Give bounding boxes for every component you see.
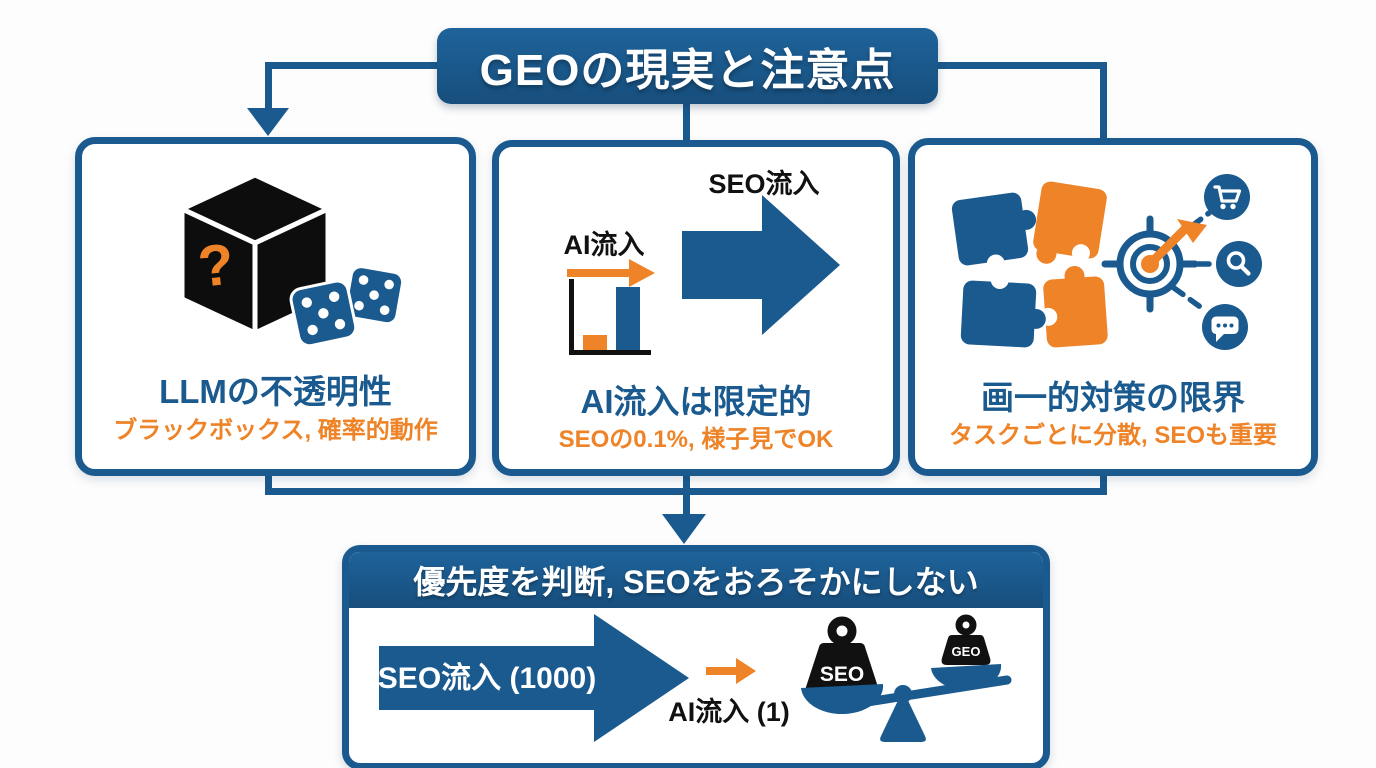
conclusion-header: 優先度を判断, SEOをおろそかにしない: [349, 552, 1043, 608]
seo-flow-label: SEO流入: [708, 169, 820, 199]
geo-weight-label: GEO: [952, 644, 981, 659]
conclusion-box: 優先度を判断, SEOをおろそかにしない SEO流入 (1000) AI流入 (…: [342, 545, 1050, 768]
cube-question-glyph: ?: [195, 231, 237, 299]
mini-bar-seo: [616, 287, 640, 350]
card-subtitle-ai-limited: SEOの0.1%, 様子見でOK: [558, 426, 834, 453]
page-title: GEOの現実と注意点: [479, 46, 896, 95]
title-banner: GEOの現実と注意点: [437, 28, 938, 104]
big-blue-arrow-icon: [682, 195, 840, 335]
seo-weight-label: SEO: [820, 663, 864, 686]
target-icon: [1101, 215, 1207, 313]
dice-icon: [289, 265, 405, 348]
conclusion-header-text: 優先度を判断, SEOをおろそかにしない: [413, 564, 979, 600]
card-title-ai-limited: AI流入は限定的: [580, 383, 812, 420]
ai-flow-label: AI流入: [563, 230, 645, 260]
search-icon: [1216, 241, 1262, 287]
seo-weight-icon: SEO: [805, 616, 879, 695]
card-title-uniform: 画一的対策の限界: [981, 379, 1245, 416]
connector-title-middle-vertical: [683, 100, 690, 146]
small-orange-arrow-icon: [567, 259, 655, 287]
card-subtitle-llm: ブラックボックス, 確率的動作: [113, 417, 438, 444]
connector-bottom-middle-vertical: [683, 456, 690, 516]
seo-arrow-label: SEO流入 (1000): [379, 662, 596, 695]
puzzle-icon: [951, 181, 1108, 348]
arrowhead-left-down-icon: [247, 108, 289, 136]
question-cube-and-dice-icon: ?: [179, 172, 405, 348]
conclusion-body: SEO流入 (1000) AI流入 (1) SEO: [349, 608, 1043, 749]
card-llm-opacity: ?: [75, 137, 476, 476]
geo-weight-icon: GEO: [941, 614, 991, 665]
connector-title-left-horizontal: [265, 62, 443, 69]
connector-title-right-horizontal: [930, 62, 1107, 69]
card-ai-traffic-limited: SEO流入 AI流入 AI流入は限定的 SEOの0.1%, 様子見でOK: [492, 140, 900, 476]
chat-icon: [1202, 304, 1248, 350]
card-title-llm: LLMの不透明性: [159, 373, 392, 410]
connector-bottom-horizontal: [265, 488, 1107, 495]
puzzle-target-channels-icon: [951, 174, 1262, 350]
card-subtitle-uniform: タスクごとに分散, SEOも重要: [948, 422, 1278, 449]
balance-scale-icon: SEO GEO: [801, 614, 1012, 742]
connector-title-left-vertical: [265, 62, 272, 110]
ai-small-arrow-icon: [706, 658, 756, 684]
seo-big-arrow-icon: SEO流入 (1000): [379, 614, 689, 742]
ai-arrow-label: AI流入 (1): [668, 697, 790, 727]
arrowhead-bottom-down-icon: [662, 514, 706, 544]
mini-bar-ai: [583, 335, 607, 350]
connector-title-right-vertical: [1100, 62, 1107, 144]
card-uniform-measures-limit: 画一的対策の限界 タスクごとに分散, SEOも重要: [908, 138, 1318, 476]
cart-icon: [1204, 174, 1250, 220]
